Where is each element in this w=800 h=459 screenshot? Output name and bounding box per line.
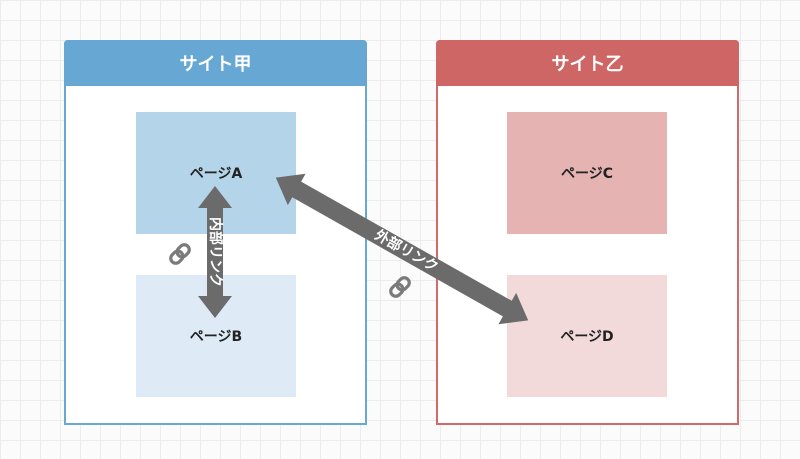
external-link-label: 外部リンク [372, 226, 441, 275]
page-d-box: ページD [507, 275, 667, 397]
page-c-label: ページC [561, 166, 613, 182]
page-d-label: ページD [560, 329, 614, 345]
link-icon [169, 243, 191, 265]
page-c-box: ページC [507, 112, 667, 234]
page-b-label: ページB [189, 329, 243, 345]
page-a-label: ページA [189, 166, 243, 182]
link-icon [389, 276, 411, 298]
internal-link-label: 内部リンク [207, 217, 224, 287]
external-link-arrow: 外部リンク [275, 173, 529, 325]
site-a-title: サイト甲 [64, 40, 367, 86]
internal-link-arrow: 内部リンク [198, 186, 232, 318]
site-b-title: サイト乙 [436, 40, 739, 86]
site-b-panel: サイト乙 [436, 40, 739, 425]
